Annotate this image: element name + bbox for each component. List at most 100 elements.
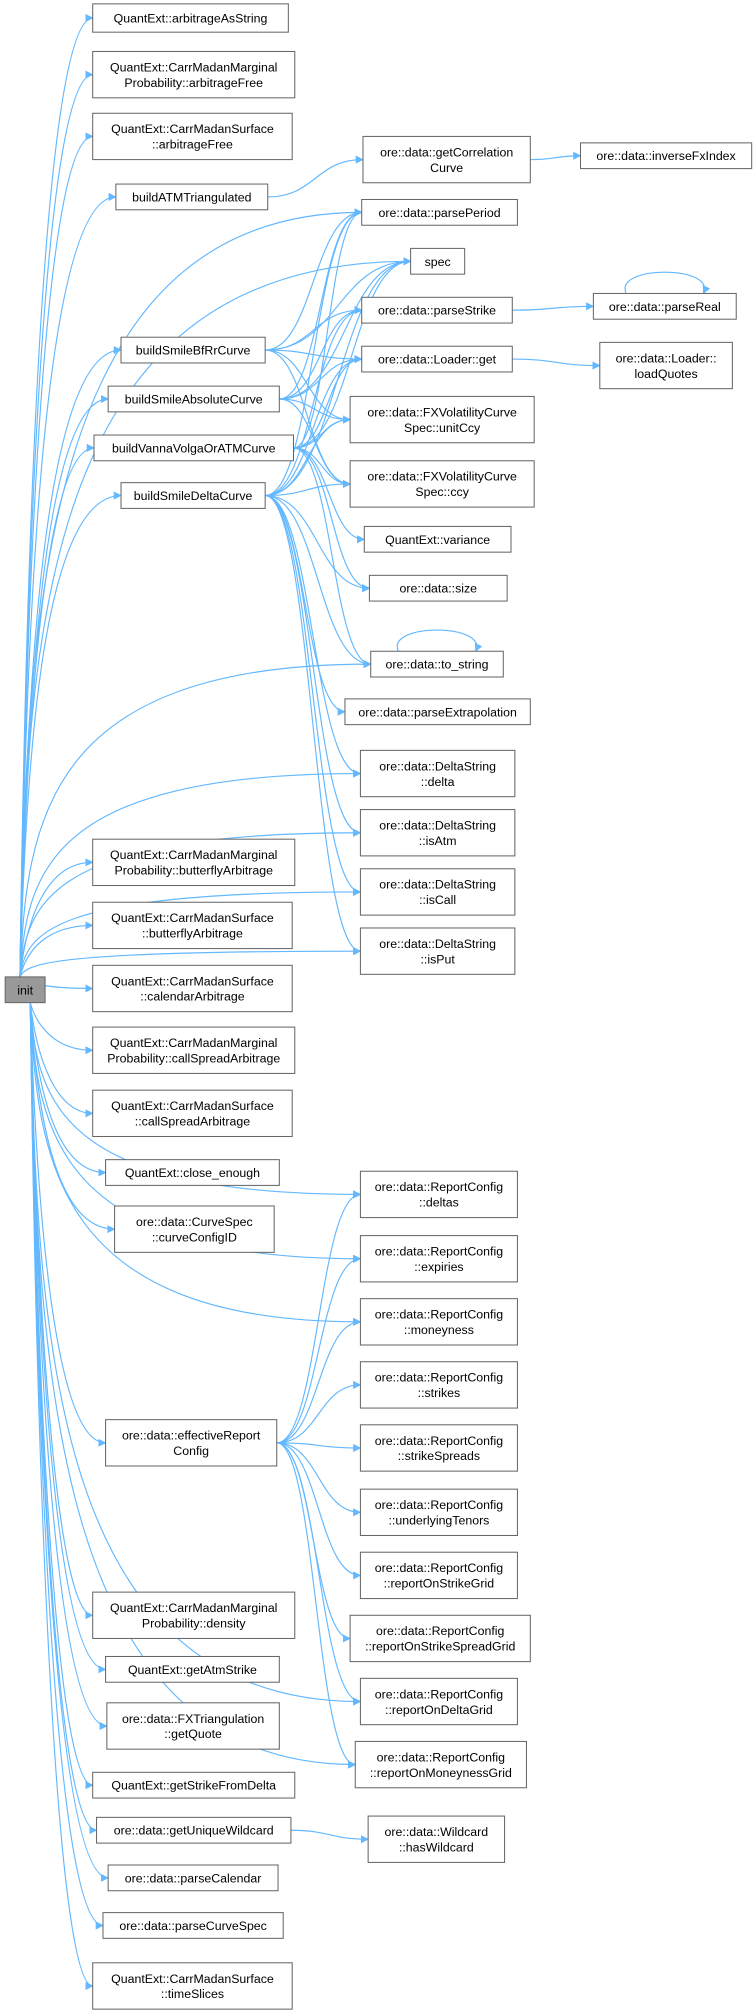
edge-build-vanna-volga-or-a-t-m-curve-to-spec (293, 257, 412, 449)
node-build-vanna-volga-or-a-t-m-curve[interactable]: buildVannaVolgaOrATMCurve (93, 434, 294, 462)
node-get-strike-from-delta[interactable]: QuantExt::getStrikeFromDelta (92, 1771, 296, 1799)
node-cmmp-butterfly[interactable]: QuantExt::CarrMadanMarginalProbability::… (92, 838, 296, 887)
node-build-smile-bf-rr-curve[interactable]: buildSmileBfRrCurve (120, 336, 266, 364)
node-curve-config-i-d[interactable]: ore::data::CurveSpec::curveConfigID (114, 1205, 275, 1253)
node-get-atm-strike[interactable]: QuantExt::getAtmStrike (105, 1655, 280, 1683)
node-rc-report-on-strike-grid[interactable]: ore::data::ReportConfig::reportOnStrikeG… (359, 1551, 518, 1600)
node-rc-deltas[interactable]: ore::data::ReportConfig::deltas (359, 1170, 518, 1219)
edge-build-vanna-volga-or-a-t-m-curve-to-loader-get (293, 355, 363, 449)
node-spec[interactable]: spec (410, 247, 466, 275)
node-label: QuantExt::CarrMadanMarginal (110, 848, 277, 862)
node-rc-underlying-tenors[interactable]: ore::data::ReportConfig::underlyingTenor… (359, 1488, 518, 1537)
node-size[interactable]: ore::data::size (368, 574, 508, 602)
node-label: ::butterflyArbitrage (142, 927, 243, 941)
node-cms-call-spread[interactable]: QuantExt::CarrMadanSurface::callSpreadAr… (92, 1089, 293, 1138)
node-label: ore::data::Loader:: (616, 351, 717, 365)
edge-init-to-to-string (19, 660, 372, 977)
node-cms-butterfly[interactable]: QuantExt::CarrMadanSurface::butterflyArb… (92, 901, 293, 950)
node-label: ore::data::DeltaString (379, 937, 496, 951)
node-box (349, 395, 535, 444)
node-label: ::isAtm (419, 834, 457, 848)
node-arbitrage-as-string[interactable]: QuantExt::arbitrageAsString (92, 3, 289, 33)
node-has-wildcard[interactable]: ore::data::Wildcard::hasWildcard (367, 1815, 506, 1863)
node-label: Probability::arbitrageFree (124, 76, 263, 90)
edge-init-to-cms-butterfly (19, 921, 94, 978)
node-cmmp-call-spread[interactable]: QuantExt::CarrMadanMarginalProbability::… (92, 1026, 296, 1074)
node-cmmp-arbitrage-free[interactable]: QuantExt::CarrMadanMarginalProbability::… (92, 50, 296, 99)
edge-build-smile-delta-curve-to-parse-period (265, 208, 363, 497)
edge-to-string-to-to-string (396, 629, 483, 653)
node-rc-report-on-strike-spread-grid[interactable]: ore::data::ReportConfig::reportOnStrikeS… (349, 1614, 531, 1663)
node-rc-expiries[interactable]: ore::data::ReportConfig::expiries (359, 1235, 518, 1283)
node-parse-extrapolation[interactable]: ore::data::parseExtrapolation (344, 698, 531, 726)
edge-init-to-rc-deltas (29, 1002, 362, 1199)
node-fx-tri-get-quote[interactable]: ore::data::FXTriangulation::getQuote (106, 1702, 280, 1750)
node-rc-report-on-delta-grid[interactable]: ore::data::ReportConfig::reportOnDeltaGr… (359, 1677, 518, 1726)
node-parse-period[interactable]: ore::data::parsePeriod (361, 198, 518, 226)
edge-init-to-cms-call-spread (29, 1002, 94, 1118)
node-parse-calendar[interactable]: ore::data::parseCalendar (107, 1864, 279, 1892)
node-rc-report-on-moneyness-grid[interactable]: ore::data::ReportConfig::reportOnMoneyne… (354, 1740, 527, 1789)
node-label: ::calendarArbitrage (140, 990, 244, 1004)
node-box (359, 1424, 518, 1472)
node-label: QuantExt::getAtmStrike (128, 1663, 257, 1677)
node-variance[interactable]: QuantExt::variance (363, 525, 512, 553)
node-label: QuantExt::CarrMadanSurface (111, 122, 274, 136)
edge-parse-real-to-parse-real (624, 271, 711, 295)
node-build-smile-absolute-curve[interactable]: buildSmileAbsoluteCurve (107, 385, 280, 413)
node-label: ::arbitrageFree (152, 138, 233, 152)
node-close-enough[interactable]: QuantExt::close_enough (105, 1159, 280, 1186)
node-label: ore::data::parseCurveSpec (119, 1919, 267, 1933)
node-cms-arbitrage-free[interactable]: QuantExt::CarrMadanSurface::arbitrageFre… (92, 112, 293, 161)
edge-build-smile-absolute-curve-to-parse-strike (279, 306, 363, 400)
node-label: ::curveConfigID (152, 1230, 237, 1244)
node-rc-strike-spreads[interactable]: ore::data::ReportConfig::strikeSpreads (359, 1424, 518, 1472)
node-box (92, 1026, 296, 1074)
node-parse-curve-spec[interactable]: ore::data::parseCurveSpec (102, 1912, 284, 1939)
node-label: ore::data::effectiveReport (122, 1429, 261, 1443)
node-ds-is-atm[interactable]: ore::data::DeltaString::isAtm (359, 809, 516, 857)
node-label: ore::data::CurveSpec (136, 1215, 253, 1229)
node-label: ore::data::Loader::get (378, 353, 497, 367)
node-time-slices[interactable]: QuantExt::CarrMadanSurface::timeSlices (92, 1962, 293, 2010)
node-ds-is-put[interactable]: ore::data::DeltaString::isPut (359, 927, 516, 975)
node-label: ore::data::DeltaString (379, 759, 496, 773)
node-box (120, 336, 266, 364)
node-to-string[interactable]: ore::data::to_string (370, 650, 504, 678)
node-box (102, 1912, 284, 1939)
node-build-smile-delta-curve[interactable]: buildSmileDeltaCurve (120, 482, 266, 509)
node-box (120, 482, 266, 509)
node-ds-delta[interactable]: ore::data::DeltaString::delta (359, 749, 516, 798)
edge-init-to-ds-is-put (19, 947, 362, 978)
node-cms-calendar[interactable]: QuantExt::CarrMadanSurface::calendarArbi… (92, 964, 293, 1013)
node-unit-ccy[interactable]: ore::data::FXVolatilityCurveSpec::unitCc… (349, 395, 535, 444)
node-rc-moneyness[interactable]: ore::data::ReportConfig::moneyness (359, 1298, 518, 1346)
node-box (359, 927, 516, 975)
node-box (115, 183, 269, 211)
node-get-unique-wildcard[interactable]: ore::data::getUniqueWildcard (96, 1816, 292, 1844)
node-inverse-fx-index[interactable]: ore::data::inverseFxIndex (579, 142, 753, 170)
node-label: QuantExt::close_enough (125, 1166, 260, 1180)
edge-effective-report-config-to-rc-strike-spreads (276, 1442, 362, 1453)
node-init[interactable]: init (4, 976, 46, 1004)
node-cmmp-density[interactable]: QuantExt::CarrMadanMarginalProbability::… (92, 1591, 296, 1639)
edge-get-correlation-curve-to-inverse-fx-index (530, 151, 582, 161)
edge-init-to-ds-is-call (19, 887, 362, 977)
node-load-quotes[interactable]: ore::data::Loader::loadQuotes (599, 341, 733, 390)
node-build-a-t-m-triangulated[interactable]: buildATMTriangulated (115, 183, 269, 211)
node-box (410, 247, 466, 275)
node-ds-is-call[interactable]: ore::data::DeltaString::isCall (359, 868, 516, 916)
edge-effective-report-config-to-rc-deltas (276, 1190, 362, 1444)
node-rc-strikes[interactable]: ore::data::ReportConfig::strikes (359, 1361, 518, 1409)
node-box (361, 345, 513, 373)
node-parse-real[interactable]: ore::data::parseReal (592, 292, 737, 320)
node-box (105, 1655, 280, 1683)
node-parse-strike[interactable]: ore::data::parseStrike (361, 296, 513, 324)
node-box (362, 135, 531, 184)
node-label: ::reportOnStrikeSpreadGrid (365, 1640, 515, 1654)
node-loader-get[interactable]: ore::data::Loader::get (361, 345, 513, 373)
edge-build-smile-bf-rr-curve-to-parse-period (265, 208, 363, 351)
